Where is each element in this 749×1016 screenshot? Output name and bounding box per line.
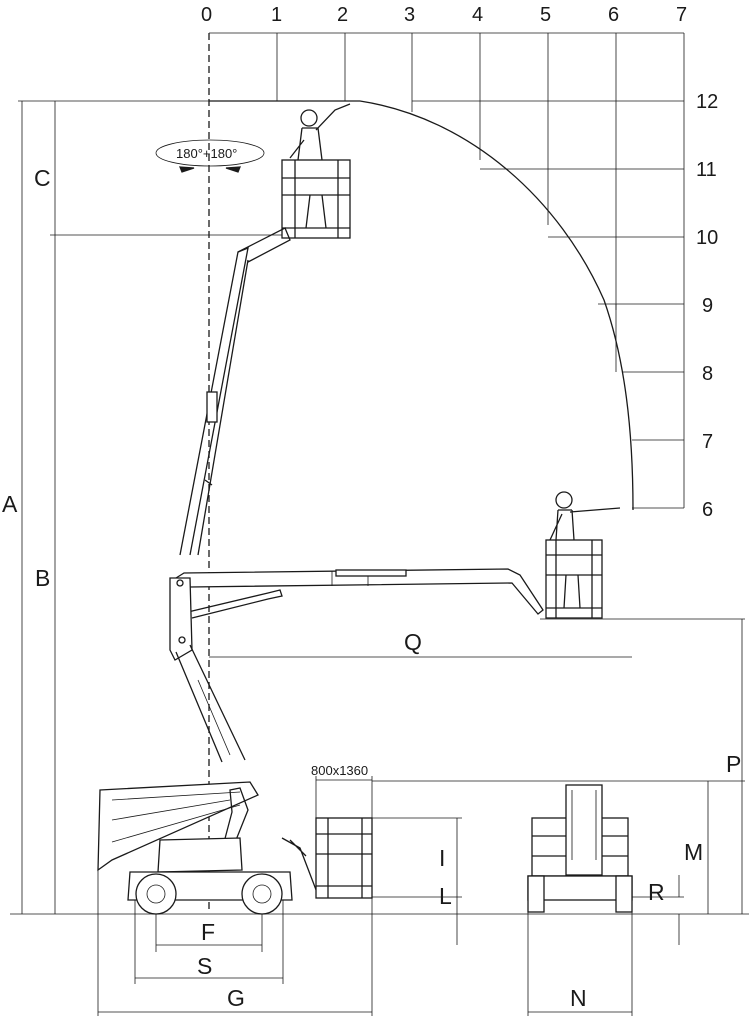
y-tick: 8	[702, 363, 713, 385]
dimension-m-label: M	[684, 839, 703, 865]
dimension-lines	[21, 101, 743, 1016]
stowed-machine-rear	[527, 784, 633, 913]
dimension-labels: A B C Q P M I L R F S G N 800x1360	[2, 165, 741, 1011]
dimension-c-label: C	[34, 165, 51, 191]
dimension-r-label: R	[648, 879, 665, 905]
raised-boom	[179, 227, 291, 556]
dimension-a-label: A	[2, 491, 18, 517]
y-tick: 6	[702, 499, 713, 521]
outreach-basket	[545, 491, 621, 619]
basket-size-label: 800x1360	[311, 763, 368, 778]
x-tick: 1	[271, 4, 282, 26]
y-tick: 12	[696, 91, 718, 113]
dimension-n-label: N	[570, 985, 587, 1011]
x-tick: 6	[608, 4, 619, 26]
y-tick: 9	[702, 295, 713, 317]
y-tick: 7	[702, 431, 713, 453]
dimension-g-label: G	[227, 985, 245, 1011]
dimension-i-label: I	[439, 845, 445, 871]
x-tick: 3	[404, 4, 415, 26]
dimension-q-label: Q	[404, 629, 422, 655]
x-tick: 7	[676, 4, 687, 26]
stowed-machine-side	[97, 781, 373, 915]
dimension-f-label: F	[201, 919, 215, 945]
x-tick: 4	[472, 4, 483, 26]
y-tick: 11	[696, 159, 717, 181]
y-tick: 10	[696, 227, 718, 249]
reach-grid	[209, 32, 685, 509]
reference-lines	[10, 100, 749, 915]
dimension-s-label: S	[197, 953, 212, 979]
dimension-l-label: L	[439, 883, 452, 909]
y-axis-ticks: 12 11 10 9 8 7 6	[696, 91, 718, 521]
rotation-indicator: 180°+180°	[155, 139, 265, 173]
x-tick: 5	[540, 4, 551, 26]
dimension-p-label: P	[726, 751, 741, 777]
working-envelope	[209, 100, 634, 511]
x-tick: 2	[337, 4, 348, 26]
x-tick: 0	[201, 4, 212, 26]
raised-basket	[281, 103, 351, 239]
rotation-label: 180°+180°	[176, 146, 237, 161]
outreach-boom	[169, 568, 544, 763]
dimension-b-label: B	[35, 565, 50, 591]
x-axis-ticks: 0 1 2 3 4 5 6 7	[201, 4, 687, 26]
